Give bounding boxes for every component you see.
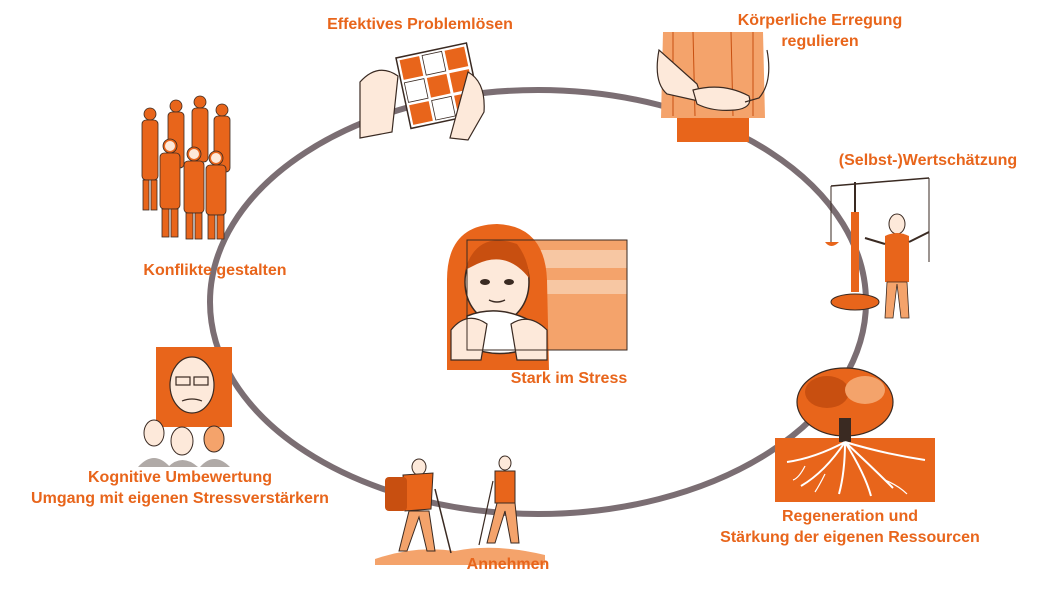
group-of-people-icon — [141, 95, 231, 240]
node-label-kognitive: Kognitive Umbewertung Umgang mit eigenen… — [31, 469, 329, 507]
node-label-erregung: Körperliche Erregung regulieren — [737, 12, 903, 50]
woman-with-cup-icon — [447, 224, 628, 370]
node-label-annehmen: Annehmen — [466, 556, 550, 573]
hikers-icon — [375, 455, 545, 565]
tree-with-roots-icon — [775, 367, 935, 502]
balance-scale-person-icon — [825, 177, 930, 319]
faces-portrait-icon — [138, 347, 232, 467]
node-label-regeneration: Regeneration und Stärkung der eigenen Re… — [720, 508, 980, 546]
hands-on-belly-icon — [656, 32, 770, 142]
center-label: Stark im Stress — [510, 370, 628, 387]
node-label-problem: Effektives Problemlösen — [327, 16, 513, 33]
node-label-wertschaetzung: (Selbst-)Wertschätzung — [838, 152, 1018, 169]
node-label-konflikte: Konflikte gestalten — [143, 262, 287, 279]
rubiks-cube-hands-icon — [359, 42, 485, 141]
